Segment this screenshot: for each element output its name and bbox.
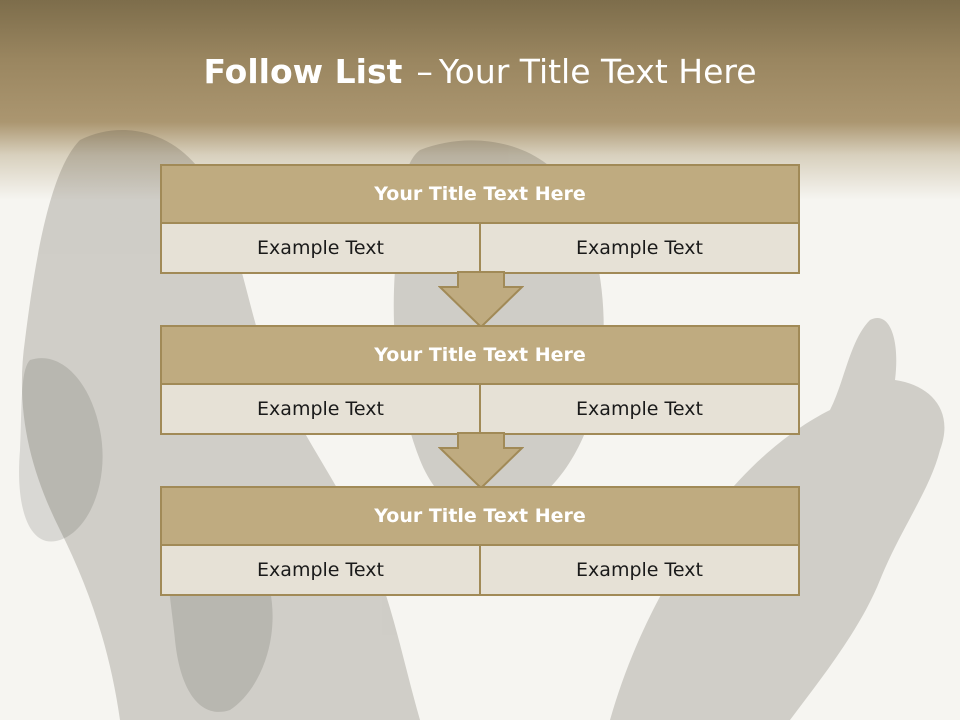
slide-title-bold: Follow List xyxy=(203,52,403,91)
list-block-1: Your Title Text Here Example Text Exampl… xyxy=(160,164,800,274)
slide-title-rest: Your Title Text Here xyxy=(438,52,757,91)
block-title: Your Title Text Here xyxy=(162,166,798,224)
block-cell-right: Example Text xyxy=(479,385,798,433)
down-arrow-icon xyxy=(438,432,524,490)
block-cell-right: Example Text xyxy=(479,224,798,272)
slide-title: Follow List–Your Title Text Here xyxy=(0,52,960,91)
block-cell-left: Example Text xyxy=(162,385,479,433)
list-block-2: Your Title Text Here Example Text Exampl… xyxy=(160,325,800,435)
block-row: Example Text Example Text xyxy=(162,224,798,272)
block-cell-right: Example Text xyxy=(479,546,798,594)
slide-title-dash: – xyxy=(416,52,433,91)
block-cell-left: Example Text xyxy=(162,546,479,594)
block-row: Example Text Example Text xyxy=(162,546,798,594)
list-block-3: Your Title Text Here Example Text Exampl… xyxy=(160,486,800,596)
block-title: Your Title Text Here xyxy=(162,488,798,546)
block-title: Your Title Text Here xyxy=(162,327,798,385)
block-cell-left: Example Text xyxy=(162,224,479,272)
block-row: Example Text Example Text xyxy=(162,385,798,433)
down-arrow-icon xyxy=(438,271,524,329)
